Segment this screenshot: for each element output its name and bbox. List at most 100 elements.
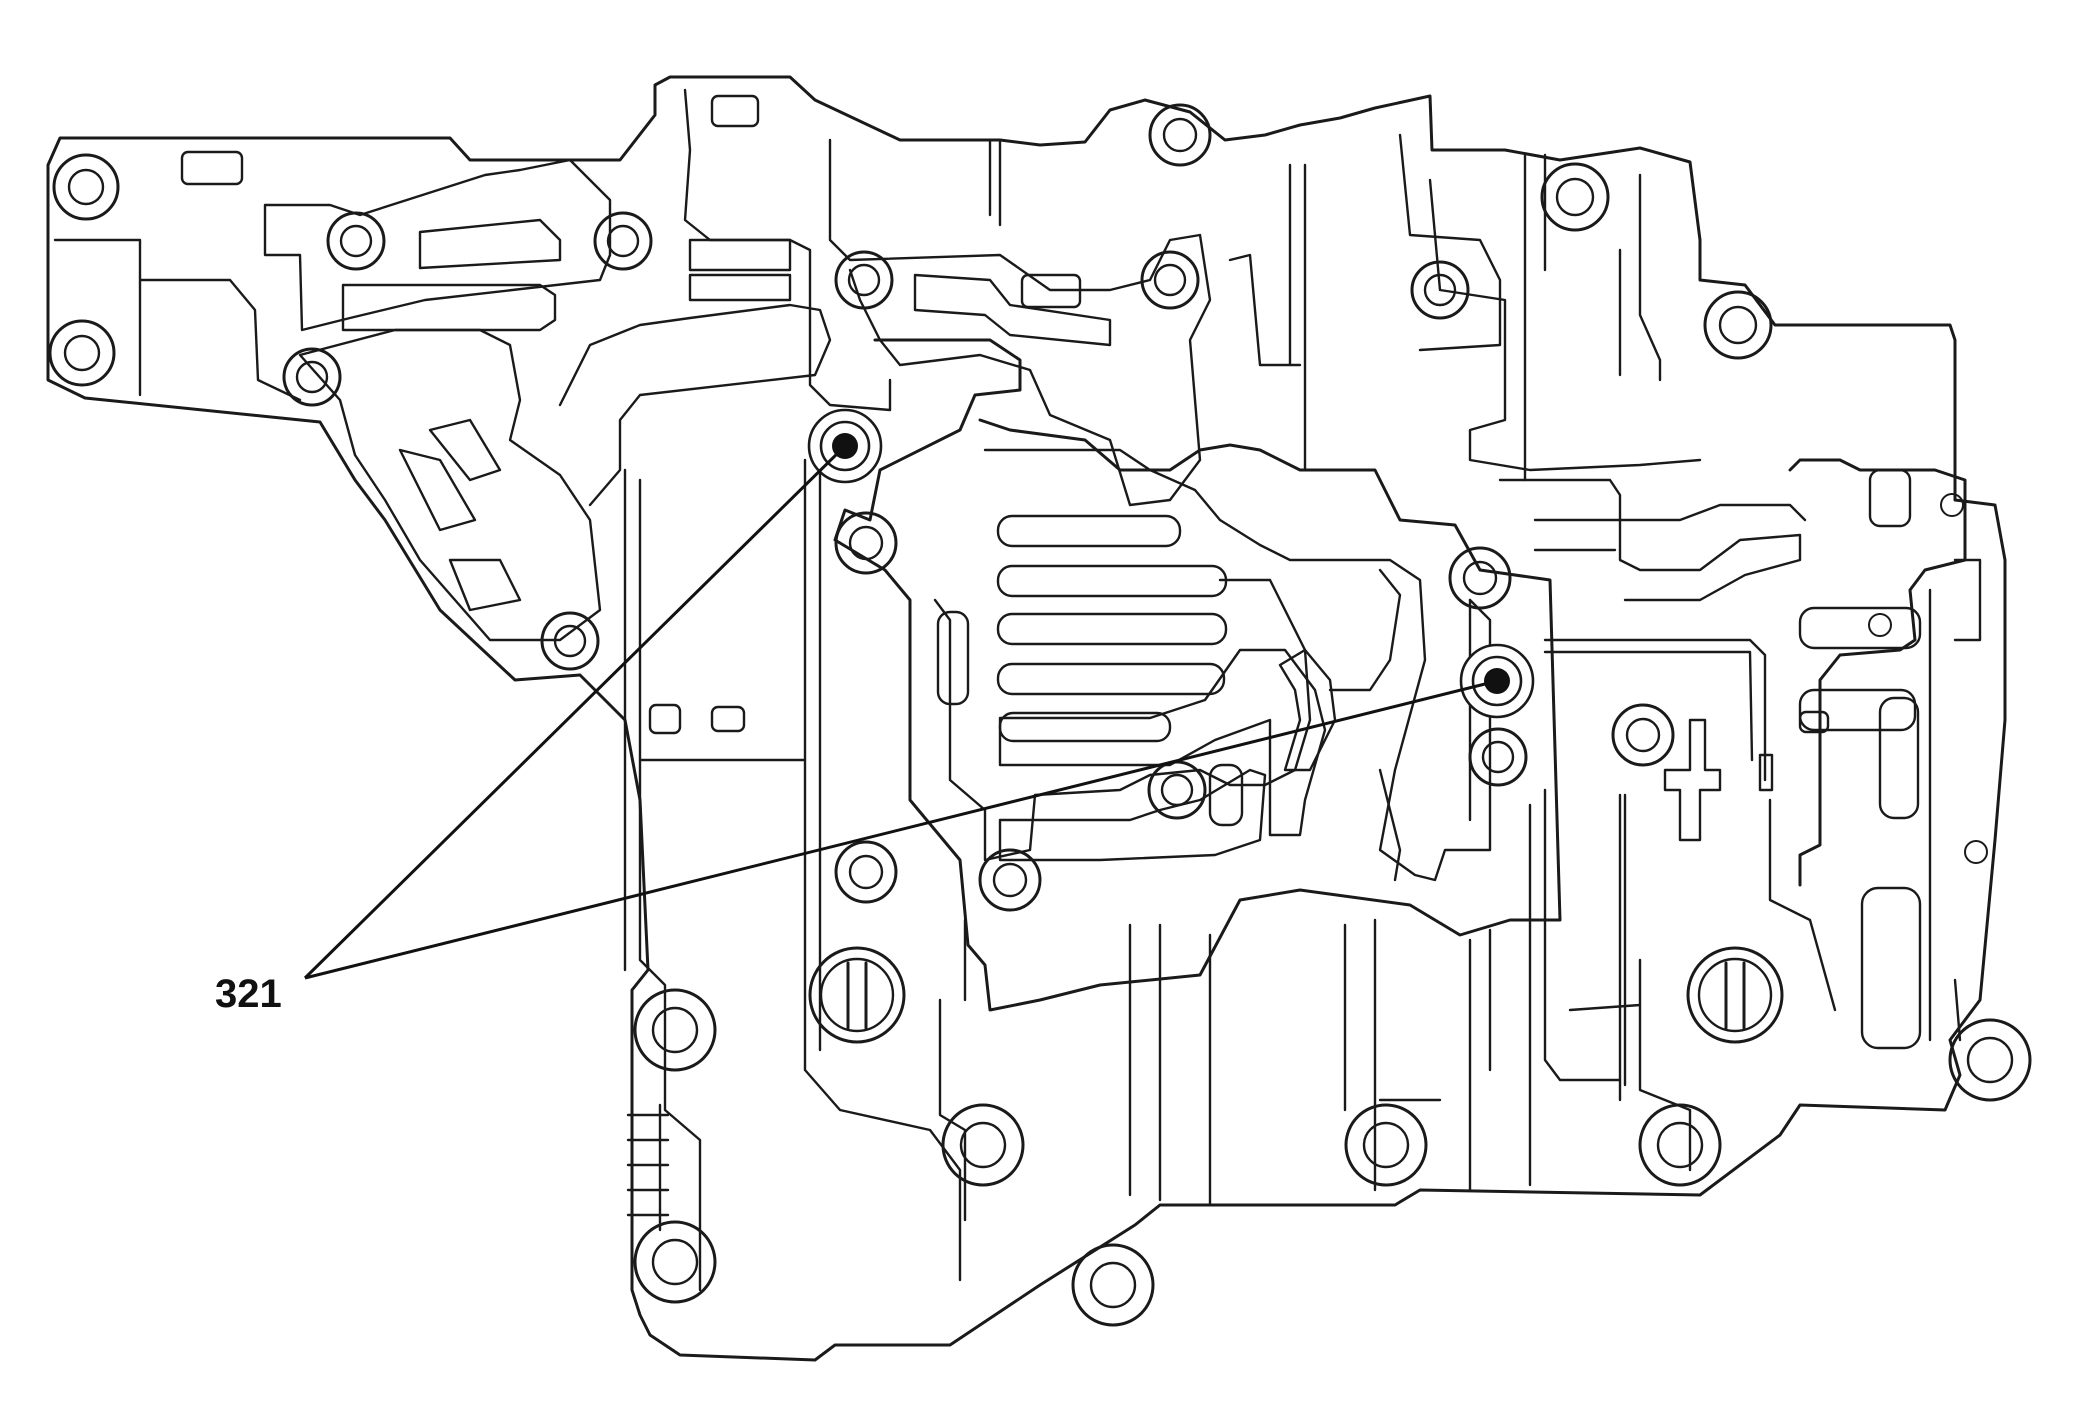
bolt-hole [834, 250, 894, 310]
plate-slot-2 [996, 564, 1228, 598]
center-small-port-b [710, 705, 746, 733]
bolt-hole [1468, 727, 1528, 787]
right-upper-body [1428, 178, 1702, 472]
far-right-small-port [1868, 468, 1912, 528]
screw-head [1686, 946, 1784, 1044]
far-right-plate [1788, 458, 1967, 887]
bolt-hole-bore [651, 1238, 699, 1286]
bolt-hole [633, 988, 717, 1072]
bolt-hole-bore [959, 1121, 1007, 1169]
far-right-outer-channels [1928, 558, 1982, 1042]
left-small-port [180, 150, 244, 186]
bolt-hole-bore [295, 360, 329, 394]
bolt-hole-bore [1153, 263, 1187, 297]
lower-left-hatch [626, 1103, 670, 1232]
bolt-hole [1410, 260, 1470, 320]
plate-slot-1 [996, 514, 1182, 548]
bolt-holes [48, 103, 2032, 1327]
bolt-hole-bore [848, 854, 884, 890]
plate-lower-channel [998, 768, 1267, 862]
lower-column-1 [938, 918, 967, 1222]
bolt-hole-bore [1555, 177, 1595, 217]
plate-boomerang-slot [1278, 648, 1337, 772]
left-curve-channel [558, 303, 832, 507]
bolt-hole [48, 319, 116, 387]
lower-column-4 [1468, 793, 1622, 1192]
bolt-hole [593, 211, 653, 271]
leader-line-right [304, 679, 1498, 980]
screw-rim [1697, 957, 1773, 1033]
bolt-hole-bore [651, 1006, 699, 1054]
lower-column-3 [1343, 918, 1442, 1192]
far-right-slot-b [1798, 688, 1917, 732]
bolt-hole-bore [1160, 773, 1194, 807]
bolt-hole-bore [1656, 1121, 1704, 1169]
leader-line-left [303, 444, 847, 980]
right-valve-bore [1543, 638, 1767, 782]
far-right-lower-slot [1860, 886, 1922, 1050]
pin-hole [1964, 840, 1988, 864]
bolt-hole-bore [606, 224, 640, 258]
left-channel [263, 158, 612, 332]
bolt-hole-bore [992, 862, 1028, 898]
screw-right [1686, 946, 1784, 1044]
bolt-hole [1948, 1018, 2032, 1102]
bolt-hole [1540, 162, 1610, 232]
bolt-hole [1638, 1103, 1722, 1187]
top-middle-body [828, 138, 1212, 507]
plate-small-vertical-slot [1208, 763, 1244, 827]
bolt-hole [633, 1220, 717, 1304]
pin-hole [1940, 493, 1964, 517]
bolt-hole [1448, 546, 1512, 610]
left-slot-b [418, 218, 562, 270]
bolt-hole-bore [1362, 1121, 1410, 1169]
bolt-hole [1611, 703, 1675, 767]
right-mid-channel-2 [1533, 503, 1807, 552]
plate-vertical-slot [936, 610, 970, 706]
bolt-hole-bore [1481, 740, 1515, 774]
callout-label: 321 [215, 972, 282, 1016]
center-column-left [638, 478, 702, 1292]
far-right-vertical-slot [1878, 696, 1920, 820]
left-diagonal-passage [298, 328, 602, 642]
bolt-hole [52, 153, 120, 221]
bolt-hole [1140, 250, 1200, 310]
bolt-hole [1344, 1103, 1428, 1187]
bolt-hole [1147, 760, 1207, 820]
left-ear-plate [53, 238, 302, 402]
top-small-port [710, 94, 760, 128]
bolt-hole-bore [1089, 1261, 1137, 1309]
left-diagonal-inner [398, 418, 522, 612]
bolt-hole-bore [1462, 560, 1498, 596]
right-mid-channel [1498, 478, 1802, 602]
bolt-hole-bore [847, 263, 881, 297]
plate-slot-4 [996, 662, 1226, 696]
bolt-hole-bore [1966, 1036, 2014, 1084]
bolt-hole [282, 347, 342, 407]
bolt-hole-bore [1625, 717, 1661, 753]
bolt-hole-bore [63, 334, 101, 372]
center-column-right [803, 458, 962, 1282]
far-right-slot-a [1798, 606, 1922, 650]
bolt-hole [834, 511, 898, 575]
far-right-tiny-port [1798, 710, 1830, 734]
plate-curve-slot [998, 648, 1327, 837]
bolt-hole-bore [1423, 273, 1457, 307]
bolt-hole [326, 211, 386, 271]
screw-rim [819, 957, 895, 1033]
center-small-port-a [648, 703, 682, 735]
lower-right-channel [1568, 958, 1692, 1172]
bolt-hole-bore [1162, 117, 1198, 153]
valve-body-outline [46, 75, 2007, 1362]
central-plate-inner-outline-2 [933, 578, 1312, 862]
pin-hole [1868, 613, 1892, 637]
bolt-hole-bore [553, 624, 587, 658]
plate-right-edge [1328, 568, 1472, 882]
bolt-hole-bore [848, 525, 884, 561]
bolt-hole [1071, 1243, 1155, 1327]
plate-slot-3 [996, 612, 1228, 646]
right-small-slot [1758, 753, 1774, 792]
top-middle-port [1020, 273, 1082, 309]
pin-holes [1868, 493, 1988, 864]
